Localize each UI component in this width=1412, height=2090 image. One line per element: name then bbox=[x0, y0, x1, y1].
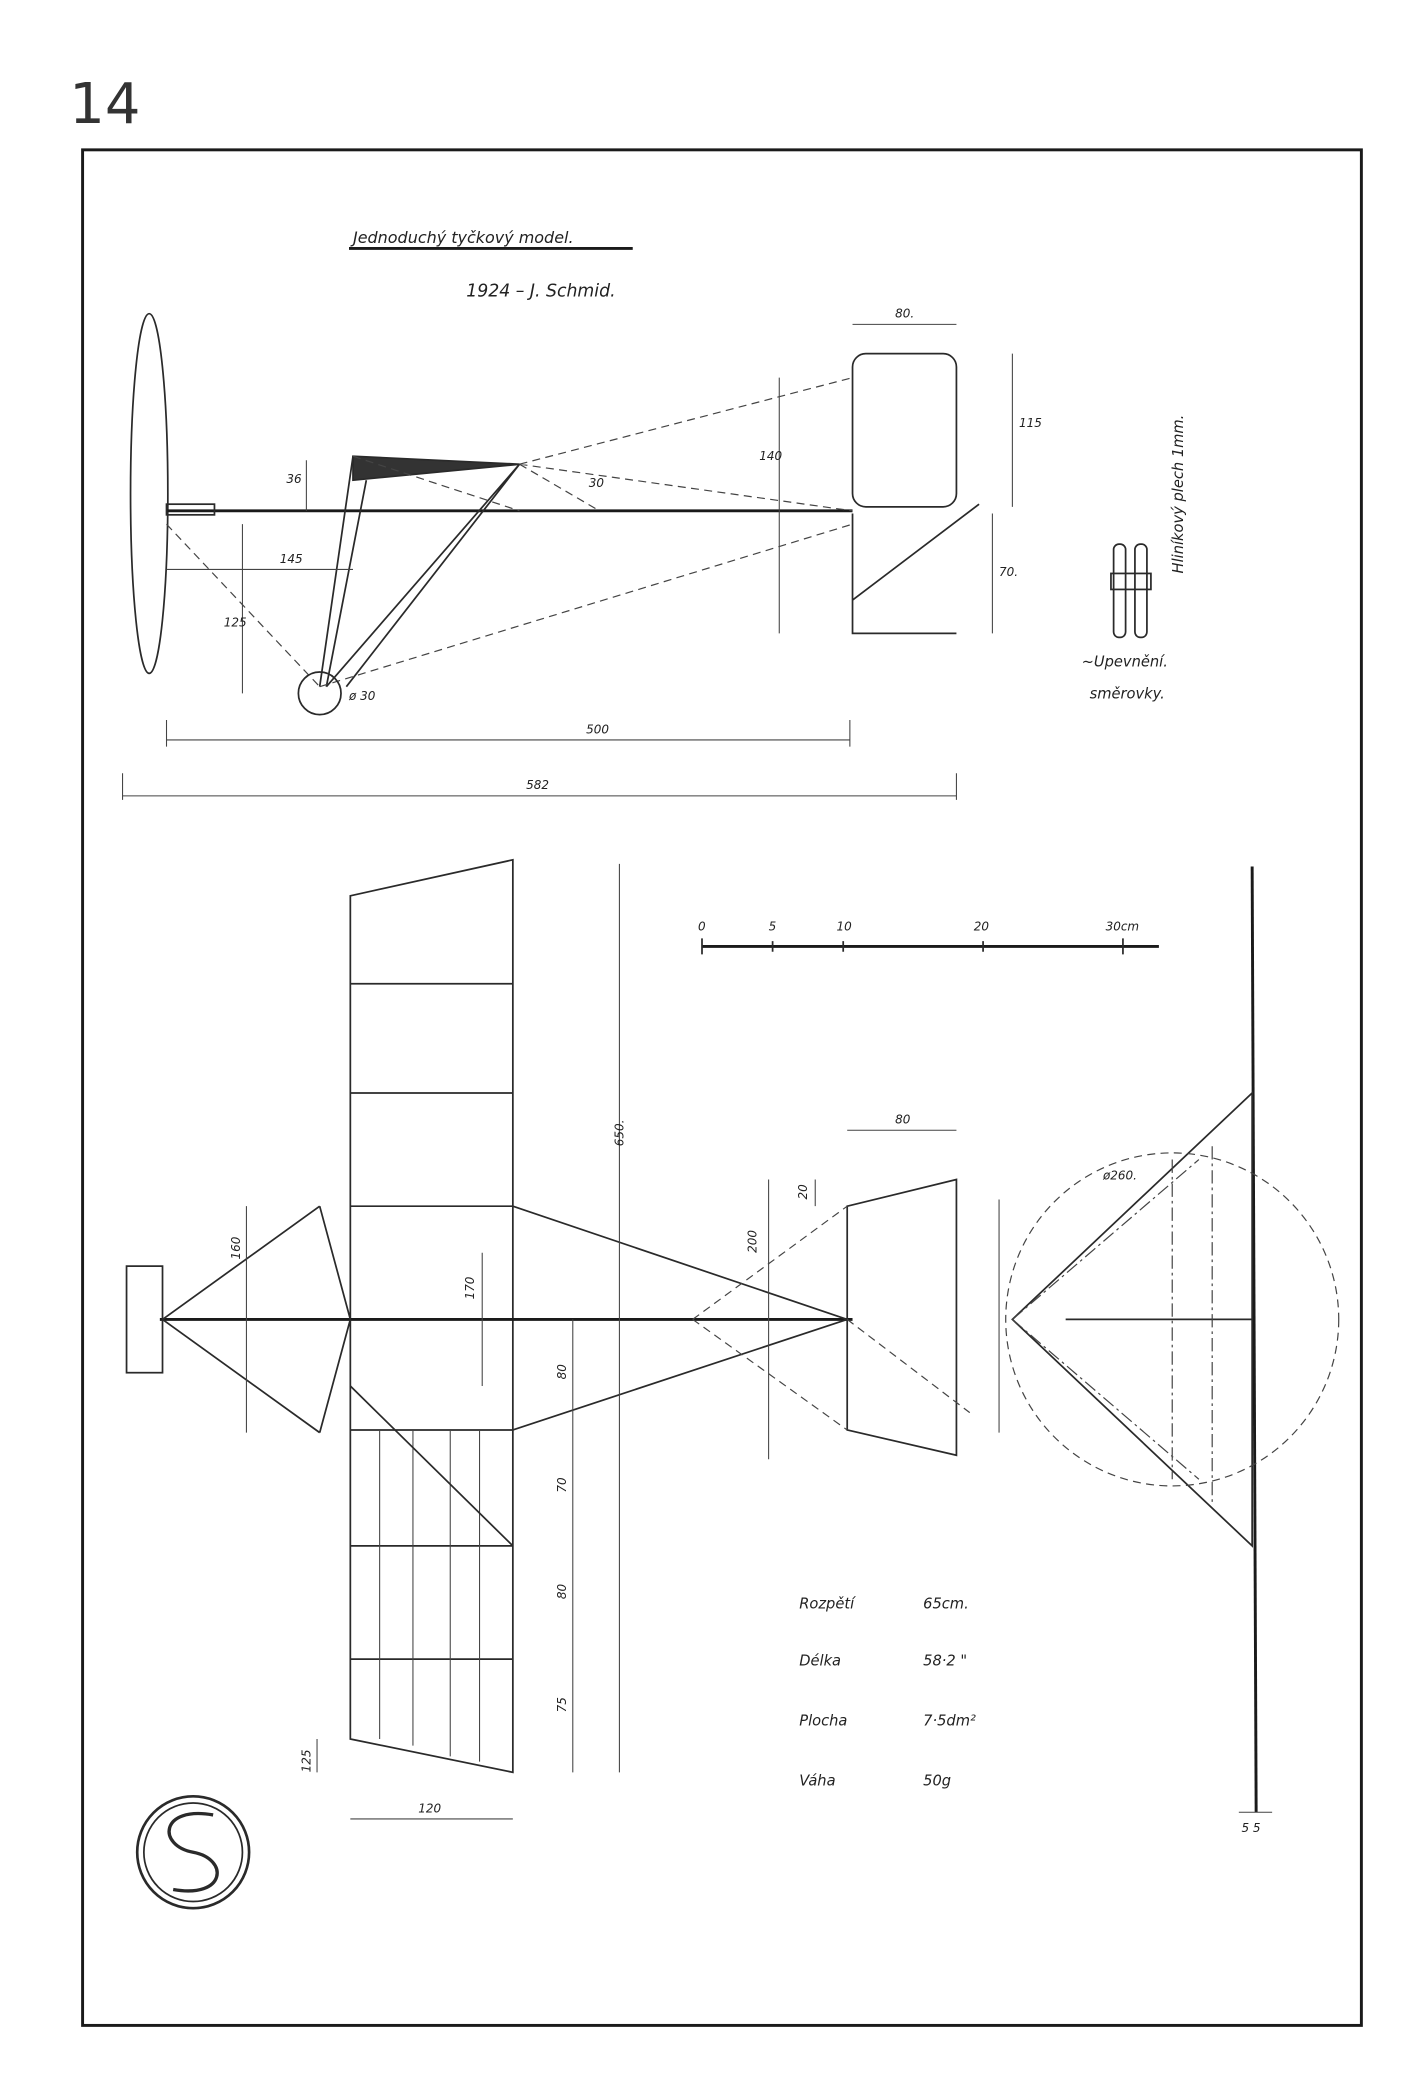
wing-top bbox=[349, 858, 514, 1774]
page-number: 14 bbox=[69, 72, 140, 137]
material-note: Hliníkový plech 1mm. bbox=[1170, 415, 1187, 574]
spec-label: Rozpětí bbox=[799, 1595, 856, 1612]
stabilizer-top bbox=[846, 1178, 958, 1457]
scale-tick: 10 bbox=[837, 919, 853, 933]
drawing-title: Jednoduchý tyčkový model. bbox=[350, 228, 574, 247]
spec-table: Rozpětí 65cm. Délka 58·2 " Plocha 7·5dm²… bbox=[799, 1595, 976, 1789]
drawing-subtitle: 1924 – J. Schmid. bbox=[466, 281, 615, 301]
dim-tip: 125 bbox=[299, 1749, 313, 1772]
scale-tick: 0 bbox=[698, 919, 706, 933]
scale-tick: 20 bbox=[974, 919, 990, 933]
spec-label: Délka bbox=[799, 1653, 841, 1670]
drawing-frame bbox=[81, 148, 1363, 2027]
dim-80: 80. bbox=[895, 307, 914, 321]
dim-tail-span: 200 bbox=[746, 1230, 760, 1253]
dim-prop: 160 bbox=[229, 1236, 243, 1259]
rudder-side bbox=[851, 352, 958, 508]
scale-tick: 30cm bbox=[1106, 919, 1139, 933]
dim-tail-offset: 20 bbox=[796, 1184, 810, 1200]
dim-s2: 70 bbox=[555, 1477, 569, 1493]
dim-bottom: 5 5 bbox=[1241, 1821, 1260, 1835]
dim-500: 500 bbox=[586, 722, 609, 736]
dim-70: 70. bbox=[999, 565, 1018, 579]
spec-value: 58·2 " bbox=[923, 1653, 967, 1670]
scale-bar: 0 5 10 20 30cm bbox=[698, 919, 1159, 955]
dim-s1: 80 bbox=[555, 1364, 569, 1380]
dim-s3: 80 bbox=[555, 1584, 569, 1600]
dim-wheel: ø 30 bbox=[348, 689, 376, 703]
dim-circle: ø260. bbox=[1102, 1169, 1137, 1183]
dim-115: 115 bbox=[1019, 416, 1042, 430]
scale-tick: 5 bbox=[769, 919, 777, 933]
dim-mid: 170 bbox=[463, 1276, 477, 1299]
dim-140: 140 bbox=[759, 449, 782, 463]
rudder-mount-detail: Hliníkový plech 1mm. ~Upevnění. směrovky… bbox=[1082, 415, 1187, 703]
side-view: 500 582 80. 115 70. 140 36 145 125 30 ø … bbox=[122, 307, 1042, 800]
dim-36: 36 bbox=[286, 472, 302, 486]
propeller-top bbox=[125, 1265, 164, 1374]
spec-label: Váha bbox=[799, 1773, 835, 1790]
dim-root: 120 bbox=[418, 1801, 441, 1815]
dim-125: 125 bbox=[224, 616, 247, 630]
detail-caption-2: směrovky. bbox=[1090, 686, 1165, 703]
dim-s4: 75 bbox=[555, 1697, 569, 1712]
dim-145: 145 bbox=[280, 552, 303, 566]
detail-caption-1: ~Upevnění. bbox=[1082, 654, 1168, 671]
dim-30: 30 bbox=[589, 476, 605, 490]
spec-value: 7·5dm² bbox=[923, 1713, 976, 1730]
publisher-logo bbox=[135, 1794, 251, 1910]
spec-value: 65cm. bbox=[923, 1595, 969, 1612]
propeller-side bbox=[129, 312, 169, 675]
dim-582: 582 bbox=[526, 778, 549, 792]
wheel-side bbox=[297, 671, 342, 716]
top-view: 650. 80 200 20 160 170 80 70 80 75 120 1… bbox=[125, 858, 971, 1820]
dim-tail-chord: 80 bbox=[895, 1113, 911, 1127]
dim-span: 650. bbox=[612, 1120, 626, 1147]
spec-label: Plocha bbox=[799, 1713, 847, 1730]
front-view: ø260. 5 5 bbox=[998, 866, 1340, 1835]
spec-value: 50g bbox=[923, 1773, 951, 1790]
